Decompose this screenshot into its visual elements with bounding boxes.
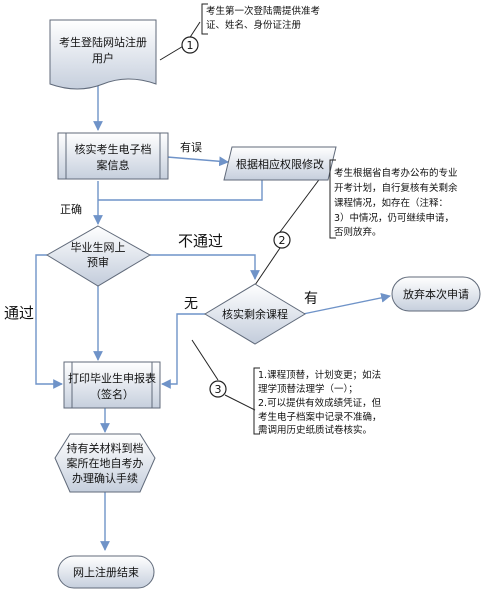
give-up-label: 放弃本次申请 — [403, 287, 469, 301]
marker-1: 1 — [181, 36, 199, 54]
marker-3-label: 3 — [215, 383, 222, 396]
marker-1-label: 1 — [187, 39, 194, 52]
end-label: 网上注册结束 — [73, 565, 139, 579]
note3-line-2: 理学顶替法理学（一）； — [258, 383, 358, 395]
node-online-registration-end: 网上注册结束 — [57, 555, 155, 589]
note2-leader — [254, 247, 281, 286]
edge-label-pass: 通过 — [4, 304, 34, 322]
node-verify-remaining-courses: 核实剩余课程 — [204, 283, 306, 345]
edge-review-fail — [150, 254, 260, 280]
edge-label-fail: 不通过 — [178, 232, 223, 250]
note2-line-3: 课程情况，如存在（注释： — [334, 197, 448, 209]
note3-leader — [191, 339, 219, 381]
note3-line-1: 1.课程顶替，计划变更；如法 — [258, 369, 381, 381]
verify-archive-line-2: 案信息 — [97, 158, 130, 172]
materials-line-3: 办理确认手续 — [72, 471, 138, 485]
marker-2-label: 2 — [279, 234, 286, 247]
node-register: 考生登陆网站注册 用户 — [49, 19, 157, 90]
materials-line-2: 案所在地自考办 — [67, 456, 144, 470]
edge-label-correct: 正确 — [60, 203, 82, 216]
register-line-1: 考生登陆网站注册 — [59, 35, 147, 49]
edge-label-wrong: 有误 — [180, 140, 202, 154]
edge-review-pass — [35, 254, 63, 389]
edge-remaining-to-giveup — [302, 292, 391, 315]
note3-line-5: 需调用历史纸质试卷核实。 — [258, 424, 372, 436]
remaining-label: 核实剩余课程 — [222, 307, 288, 321]
note3-line-3: 2.可以提供有效成绩凭证，但 — [258, 397, 382, 409]
marker-2: 2 — [273, 231, 291, 249]
node-print-form: 打印毕业生申报表 （签名） — [63, 361, 161, 409]
node-grad-online-review: 毕业生网上 预审 — [46, 225, 152, 287]
node-modify-by-permission: 根据相应权限修改 — [223, 146, 337, 181]
edge-remaining-to-print — [161, 313, 205, 389]
note2-line-5: 否则放弃。 — [334, 226, 382, 238]
register-line-2: 用户 — [92, 51, 114, 65]
note2-line-1: 考生根据省自考办公布的专业 — [334, 167, 458, 179]
edge-verify-to-modify — [166, 156, 229, 167]
materials-line-1: 持有关材料到档 — [67, 441, 144, 455]
note2-line-2: 开考计划，自行复核有关剩余 — [334, 182, 458, 194]
edge-label-has: 有 — [304, 291, 318, 307]
verify-archive-line-1: 核实考生电子档 — [75, 142, 152, 156]
note1-line-1: 考生第一次登陆需提供准考 — [206, 5, 320, 17]
note1-leader — [159, 44, 186, 61]
edge-modify-return — [98, 179, 263, 201]
note1-line-2: 证、姓名、身份证注册 — [206, 19, 302, 31]
note1: 考生第一次登陆需提供准考 证、姓名、身份证注册 — [201, 3, 320, 35]
edge-label-none: 无 — [184, 296, 198, 312]
node-bring-materials: 持有关材料到档 案所在地自考办 办理确认手续 — [54, 433, 156, 493]
review-line-1: 毕业生网上 — [71, 240, 126, 254]
review-line-2: 预审 — [87, 255, 109, 269]
print-line-2: （签名） — [90, 387, 134, 401]
modify-label: 根据相应权限修改 — [236, 157, 324, 171]
node-give-up: 放弃本次申请 — [391, 276, 481, 312]
note3-leader-2 — [224, 394, 256, 411]
node-verify-archive: 核实考生电子档 案信息 — [57, 132, 169, 180]
note2: 考生根据省自考办公布的专业 开考计划，自行复核有关剩余 课程情况，如存在（注释：… — [329, 159, 458, 239]
marker-3: 3 — [209, 380, 227, 398]
note3: 1.课程顶替，计划变更；如法 理学顶替法理学（一）； 2.可以提供有效成绩凭证，… — [253, 367, 382, 436]
note3-line-4: 考生电子档案中记录不准确， — [258, 411, 382, 423]
print-line-1: 打印毕业生申报表 — [68, 371, 156, 385]
note2-line-4: 3）中情况，仍可继续申请， — [334, 212, 454, 224]
